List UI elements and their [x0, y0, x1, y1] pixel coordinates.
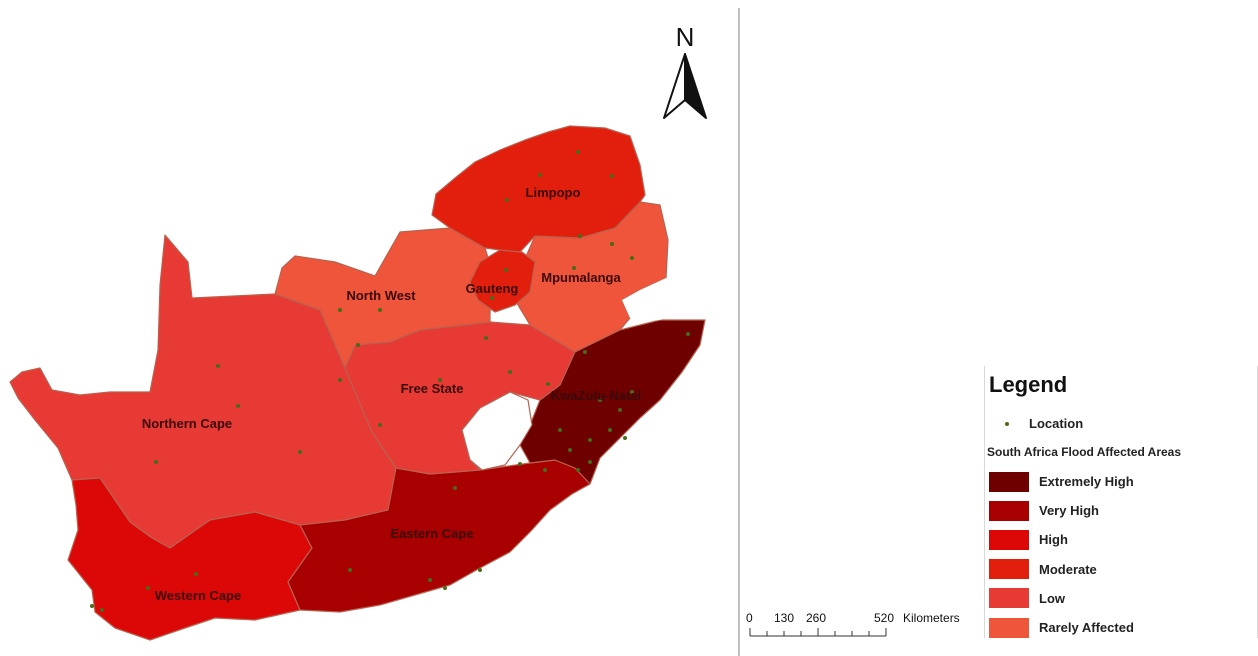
- location-point: [630, 390, 634, 394]
- location-point: [146, 586, 150, 590]
- legend-location-label: Location: [1029, 416, 1084, 431]
- label-north-west: North West: [346, 288, 416, 303]
- legend-item-label: Low: [1039, 590, 1065, 606]
- location-point: [236, 404, 240, 408]
- north-arrow-icon-fill: [684, 53, 707, 119]
- location-point: [583, 350, 587, 354]
- label-mpumalanga: Mpumalanga: [541, 270, 621, 285]
- location-point: [378, 423, 382, 427]
- location-point: [484, 336, 488, 340]
- scale-tick-0: 0: [746, 611, 753, 625]
- legend-subtitle: South Africa Flood Affected Areas: [987, 445, 1182, 459]
- legend-item: Moderate: [989, 555, 1134, 584]
- legend-item: Low: [989, 584, 1134, 613]
- location-point: [216, 364, 220, 368]
- label-gauteng: Gauteng: [466, 281, 519, 296]
- location-point: [576, 150, 580, 154]
- legend-swatch: [989, 559, 1029, 580]
- location-point: [338, 308, 342, 312]
- scale-tick-130: 130: [774, 611, 794, 625]
- legend-swatch: [989, 617, 1029, 638]
- legend-item-label: Rarely Affected: [1039, 620, 1134, 636]
- province-labels: Limpopo Mpumalanga Gauteng North West Fr…: [142, 185, 641, 603]
- location-point: [558, 428, 562, 432]
- scale-tick-260: 260: [806, 611, 826, 625]
- location-point: [100, 608, 104, 612]
- legend-item: Extremely High: [989, 467, 1134, 496]
- scale-tick-520: 520: [874, 611, 894, 625]
- location-point: [610, 174, 614, 178]
- north-arrow-icon: [663, 53, 686, 119]
- scale-bar: 0 130 260 520 Kilometers: [746, 611, 960, 637]
- north-arrow: N: [663, 22, 707, 119]
- location-point: [154, 460, 158, 464]
- location-dot-icon: [1005, 421, 1009, 426]
- location-point: [576, 468, 580, 472]
- map-legend: Legend Location South Africa Flood Affec…: [984, 366, 1258, 638]
- legend-item: Rarely Affected: [989, 613, 1134, 642]
- location-point: [572, 266, 576, 270]
- label-kwazulu-natal: KwaZulu-Natal: [551, 388, 641, 403]
- location-point: [478, 568, 482, 572]
- province-western-cape[interactable]: [67, 477, 313, 641]
- location-points-layer: [90, 150, 690, 612]
- location-point: [598, 398, 602, 402]
- location-point: [618, 408, 622, 412]
- location-point: [568, 448, 572, 452]
- location-point: [453, 486, 457, 490]
- location-point: [578, 234, 582, 238]
- label-western-cape: Western Cape: [155, 588, 241, 603]
- location-point: [543, 468, 547, 472]
- location-point: [356, 343, 360, 347]
- location-point: [378, 308, 382, 312]
- location-point: [518, 462, 522, 466]
- location-point: [623, 436, 627, 440]
- legend-swatch: [989, 471, 1029, 492]
- location-point: [504, 268, 508, 272]
- location-point: [588, 438, 592, 442]
- location-point: [588, 460, 592, 464]
- location-point: [428, 578, 432, 582]
- province-limpopo[interactable]: [431, 125, 646, 253]
- location-point: [298, 450, 302, 454]
- legend-location-entry: Location: [989, 416, 1083, 431]
- legend-swatch: [989, 588, 1029, 609]
- legend-swatch: [989, 529, 1029, 550]
- scale-unit: Kilometers: [903, 611, 960, 625]
- location-point: [90, 604, 94, 608]
- lesotho-enclave: [461, 391, 533, 471]
- provinces-layer: [9, 125, 706, 641]
- location-point: [610, 242, 614, 246]
- legend-item-label: Very High: [1039, 503, 1099, 519]
- location-point: [505, 198, 509, 202]
- location-point: [546, 382, 550, 386]
- location-point: [686, 332, 690, 336]
- location-point: [348, 568, 352, 572]
- location-point: [490, 296, 494, 300]
- legend-swatch: [989, 500, 1029, 521]
- south-africa-map: Limpopo Mpumalanga Gauteng North West Fr…: [9, 22, 707, 641]
- north-letter: N: [676, 22, 695, 52]
- label-northern-cape: Northern Cape: [142, 416, 232, 431]
- location-point: [338, 378, 342, 382]
- location-point: [438, 378, 442, 382]
- location-point: [443, 586, 447, 590]
- label-free-state: Free State: [401, 381, 464, 396]
- location-point: [508, 370, 512, 374]
- label-limpopo: Limpopo: [526, 185, 581, 200]
- eswatini-enclave: [622, 278, 668, 322]
- legend-item-label: Extremely High: [1039, 474, 1134, 490]
- legend-item-label: High: [1039, 532, 1068, 548]
- legend-item: High: [989, 525, 1134, 554]
- panel-divider: [738, 8, 740, 656]
- location-point: [194, 572, 198, 576]
- location-point: [608, 428, 612, 432]
- legend-item: Very High: [989, 496, 1134, 525]
- legend-item-label: Moderate: [1039, 561, 1097, 577]
- label-eastern-cape: Eastern Cape: [390, 526, 473, 541]
- location-point: [538, 173, 542, 177]
- legend-title: Legend: [989, 372, 1068, 397]
- location-point: [630, 256, 634, 260]
